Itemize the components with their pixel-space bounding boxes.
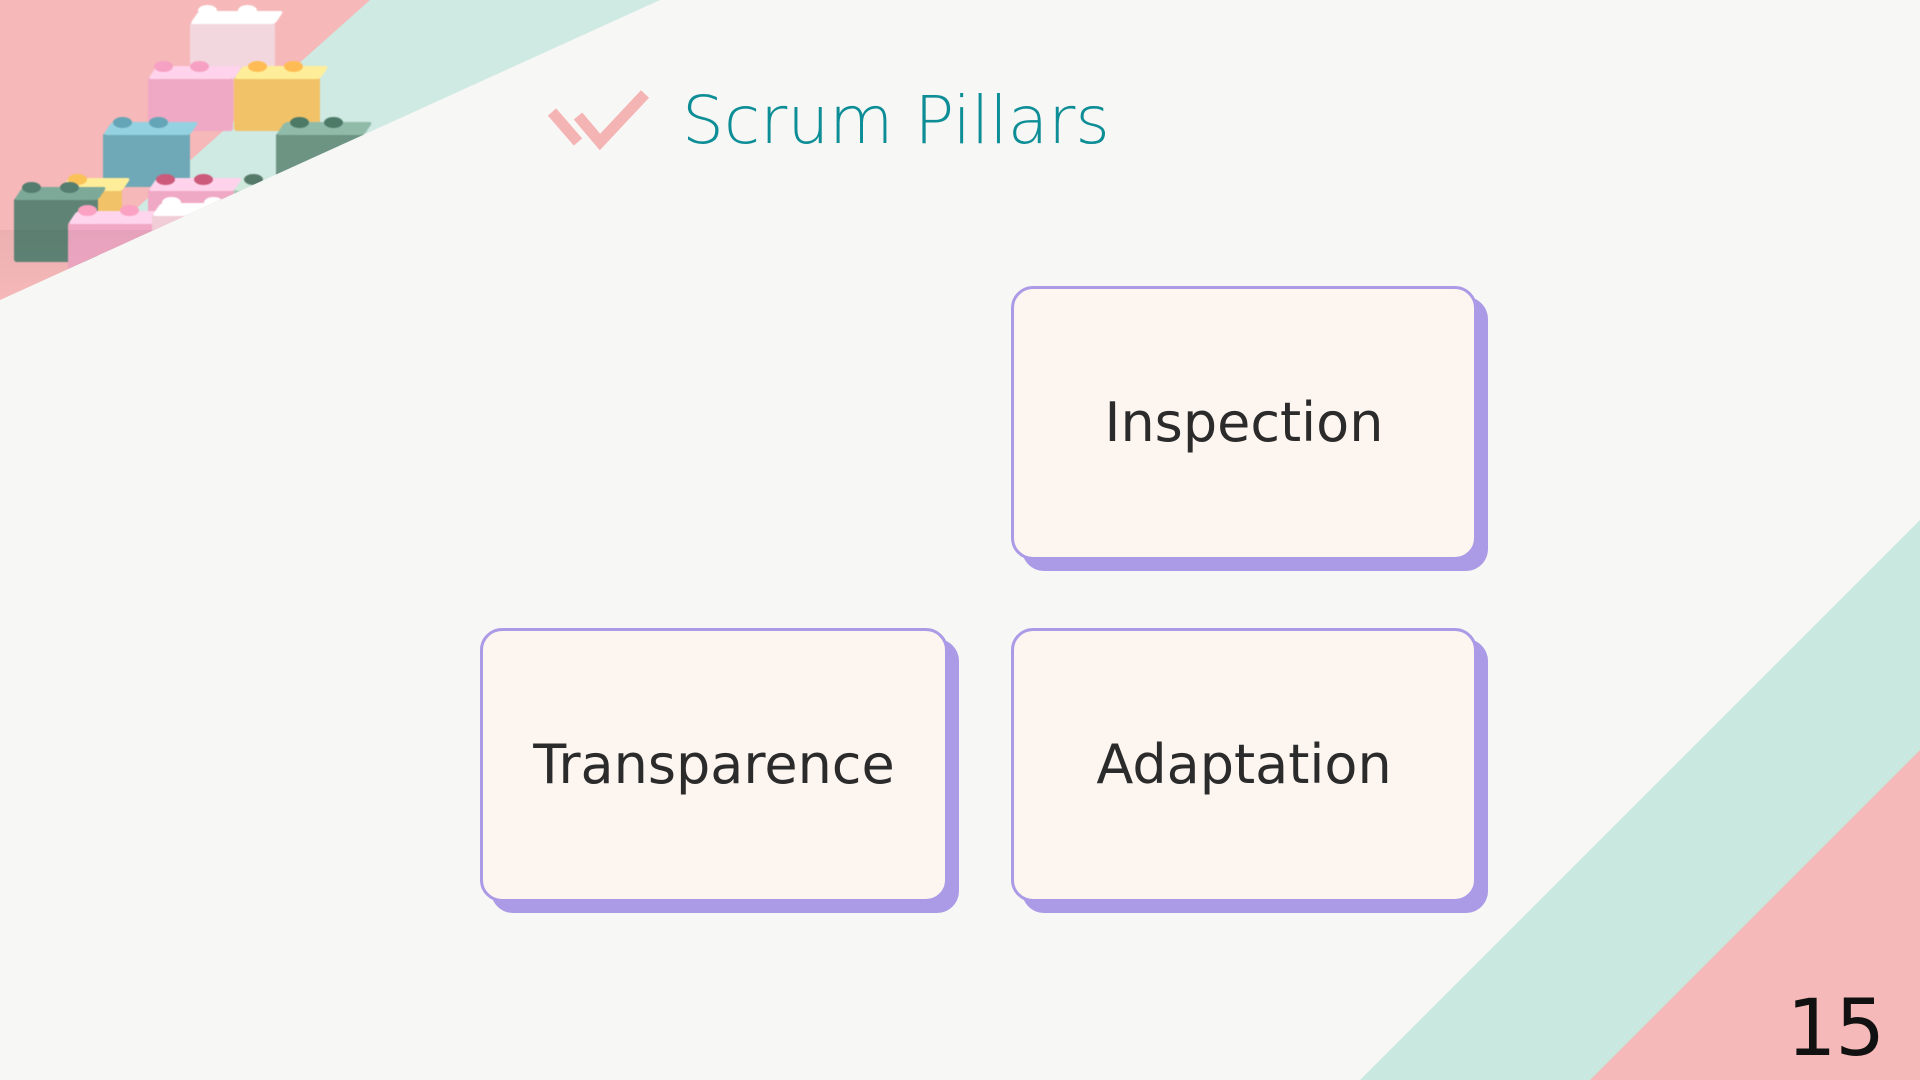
lego-brick (152, 197, 253, 278)
lego-brick (276, 117, 373, 187)
card-inspection[interactable]: Inspection (1011, 286, 1488, 571)
double-check-icon (548, 90, 650, 151)
lego-brick (234, 174, 329, 241)
card-body: Transparence (480, 628, 948, 902)
card-label: Transparence (533, 733, 895, 796)
card-body: Adaptation (1011, 628, 1477, 902)
card-label: Adaptation (1096, 733, 1392, 796)
lego-brick (234, 61, 329, 131)
lego-brick (320, 174, 415, 241)
page-title: Scrum Pillars (682, 82, 1110, 159)
page-number: 15 (1786, 984, 1885, 1074)
photo-floor-shadow (0, 230, 660, 300)
card-body: Inspection (1011, 286, 1477, 560)
card-label: Inspection (1104, 391, 1384, 454)
card-transparence[interactable]: Transparence (480, 628, 959, 913)
card-adaptation[interactable]: Adaptation (1011, 628, 1488, 913)
slide-header: Scrum Pillars (548, 86, 1110, 156)
lego-brick (292, 195, 383, 274)
